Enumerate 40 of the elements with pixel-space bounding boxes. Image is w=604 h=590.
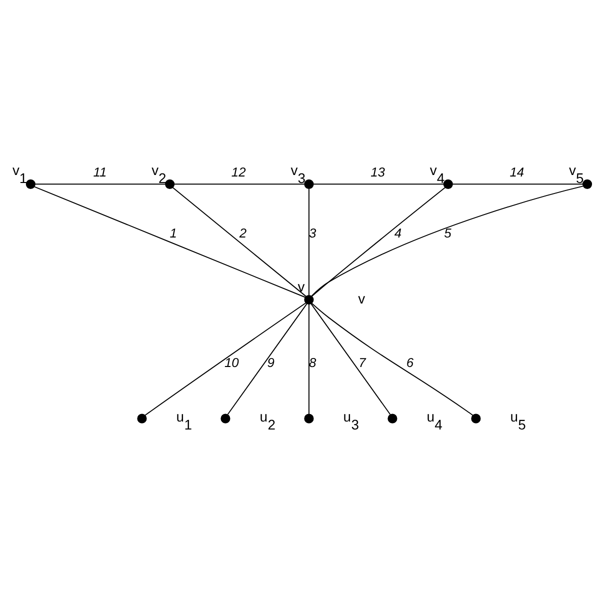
connector <box>227 302 308 414</box>
connector <box>174 183 305 184</box>
edge-label: 12 <box>231 164 246 180</box>
edge-label: 4 <box>394 225 402 240</box>
edge-label: 9 <box>267 354 274 370</box>
node-circle <box>304 178 314 188</box>
connector <box>310 302 391 414</box>
node-circle <box>165 178 175 188</box>
node-circle <box>443 178 453 188</box>
node-circle <box>304 294 314 304</box>
connector <box>308 188 310 296</box>
edge-label: 10 <box>224 354 239 370</box>
edge-label: 2 <box>239 225 247 240</box>
connector <box>144 302 306 416</box>
node-circle <box>582 178 592 188</box>
label: v <box>358 290 366 306</box>
node-circle <box>220 413 230 423</box>
edge-label: 1 <box>170 225 177 240</box>
node-circle <box>137 413 147 423</box>
edge-label: 5 <box>444 225 452 240</box>
connector <box>308 303 310 414</box>
edge-label: 3 <box>308 225 316 240</box>
edge-label: 7 <box>358 354 366 370</box>
connector <box>452 183 584 184</box>
connector <box>34 183 166 184</box>
node-circle <box>471 413 481 423</box>
edge-label: 6 <box>406 354 414 370</box>
connector <box>311 302 474 416</box>
edge-label: 13 <box>370 164 385 180</box>
connector <box>312 183 444 184</box>
connector <box>311 185 584 296</box>
edge-label: 14 <box>510 164 524 180</box>
node-circle <box>388 413 398 423</box>
node-label: v <box>298 278 305 294</box>
connector <box>311 186 446 296</box>
connector <box>172 186 307 296</box>
connector <box>34 186 306 298</box>
node-circle <box>304 413 314 423</box>
edge-label: 11 <box>93 164 107 180</box>
node-circle <box>26 178 36 188</box>
